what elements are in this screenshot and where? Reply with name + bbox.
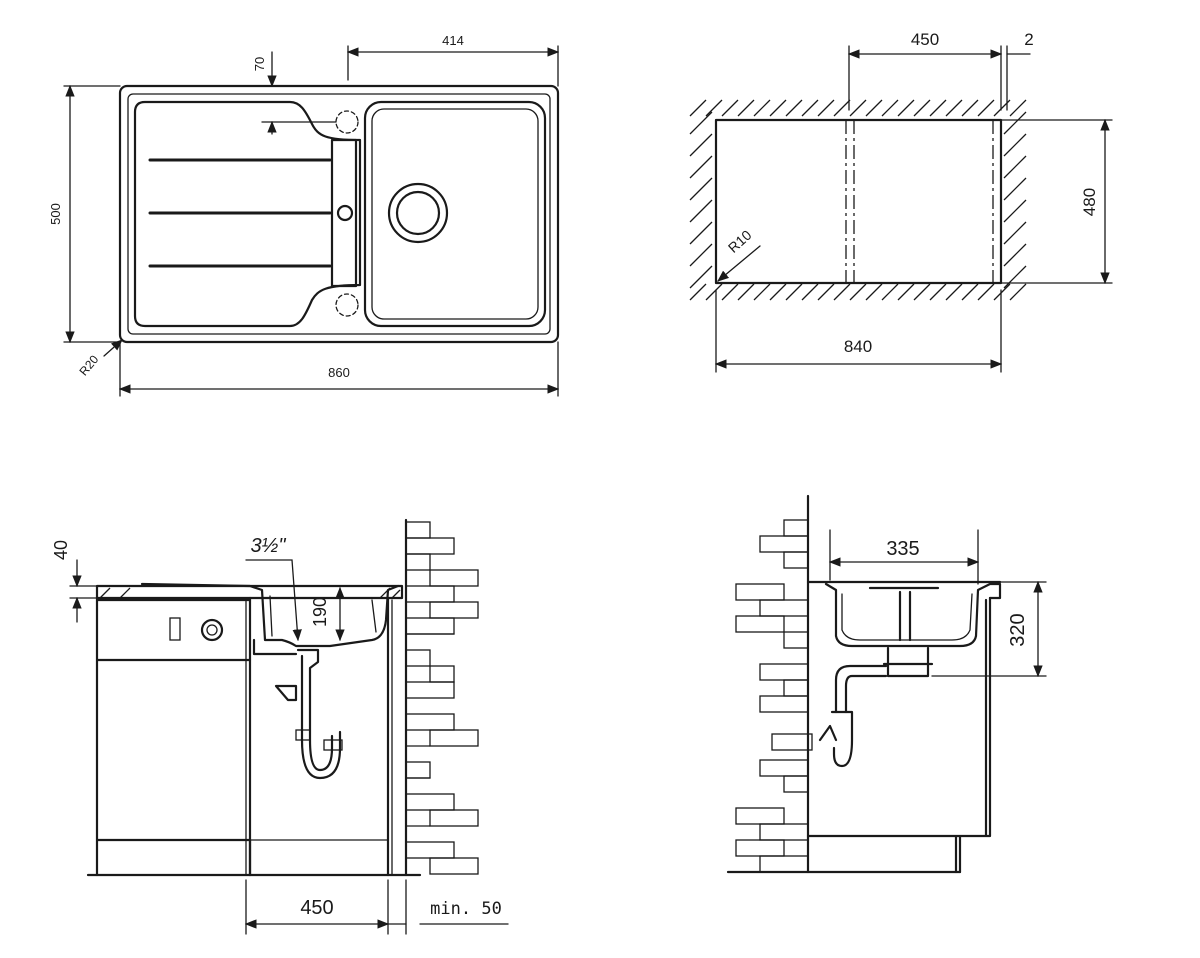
side-elevation-view: 335 320 <box>726 494 1047 874</box>
tap-hole-marker-bottom <box>335 293 359 317</box>
dim-corner-radius: R20 <box>76 352 101 378</box>
dim-drain-height: 320 <box>1007 613 1029 646</box>
sink-bowl-side <box>824 582 1002 648</box>
drain-plug <box>868 586 940 642</box>
bowl-drain-inner <box>395 190 441 236</box>
cutout-outline <box>714 118 1003 285</box>
dim-gap: 2 <box>1024 30 1033 49</box>
bowl-drain-outer <box>387 182 449 244</box>
overflow-hole <box>336 204 354 222</box>
dim-lip-height: 40 <box>51 540 71 560</box>
dim-cutout-depth: 480 <box>1080 188 1099 216</box>
main-bowl-inner <box>371 108 539 320</box>
front-elevation-view: 40 3½" 190 450 min. 50 <box>51 518 509 935</box>
dim-overall-width: 860 <box>328 365 350 380</box>
dim-drain-offset: 70 <box>252 57 267 71</box>
dim-cutout-radius: R10 <box>725 227 755 256</box>
appliance-handle <box>169 617 181 641</box>
appliance-body <box>95 596 252 877</box>
worktop <box>95 584 404 600</box>
trap-side <box>818 710 854 768</box>
overflow-channel <box>330 138 358 288</box>
dim-bowl-axis: 450 <box>911 30 939 49</box>
sink-outline <box>118 84 560 344</box>
drain-outlet <box>834 664 888 714</box>
dim-cabinet-width: 450 <box>300 897 333 919</box>
brick-wall-right <box>735 494 810 874</box>
appliance-knob <box>200 618 224 642</box>
main-bowl-outer <box>363 100 547 328</box>
cabinet-right <box>806 596 992 874</box>
dim-waste-size: 3½" <box>251 535 287 557</box>
drainer-area <box>133 100 362 328</box>
dim-bowl-offset: 414 <box>442 33 464 48</box>
sink-plan-view: 860 500 414 70 R20 <box>48 33 560 397</box>
drain-body <box>882 646 934 678</box>
trap-connector <box>771 733 813 751</box>
sink-section <box>140 582 400 648</box>
dim-bowl-width: 335 <box>886 538 919 560</box>
sink-rim <box>127 93 551 335</box>
cutout-view: R10 450 2 480 840 <box>689 30 1113 373</box>
cutout-hatching <box>689 99 1027 301</box>
dim-wall-gap: min. 50 <box>430 899 502 919</box>
dim-overall-depth: 500 <box>48 203 63 225</box>
tap-hole-marker-top <box>335 110 359 134</box>
dim-bowl-depth: 190 <box>310 597 330 627</box>
dim-cutout-width: 840 <box>844 337 872 356</box>
brick-wall-left <box>404 518 479 877</box>
